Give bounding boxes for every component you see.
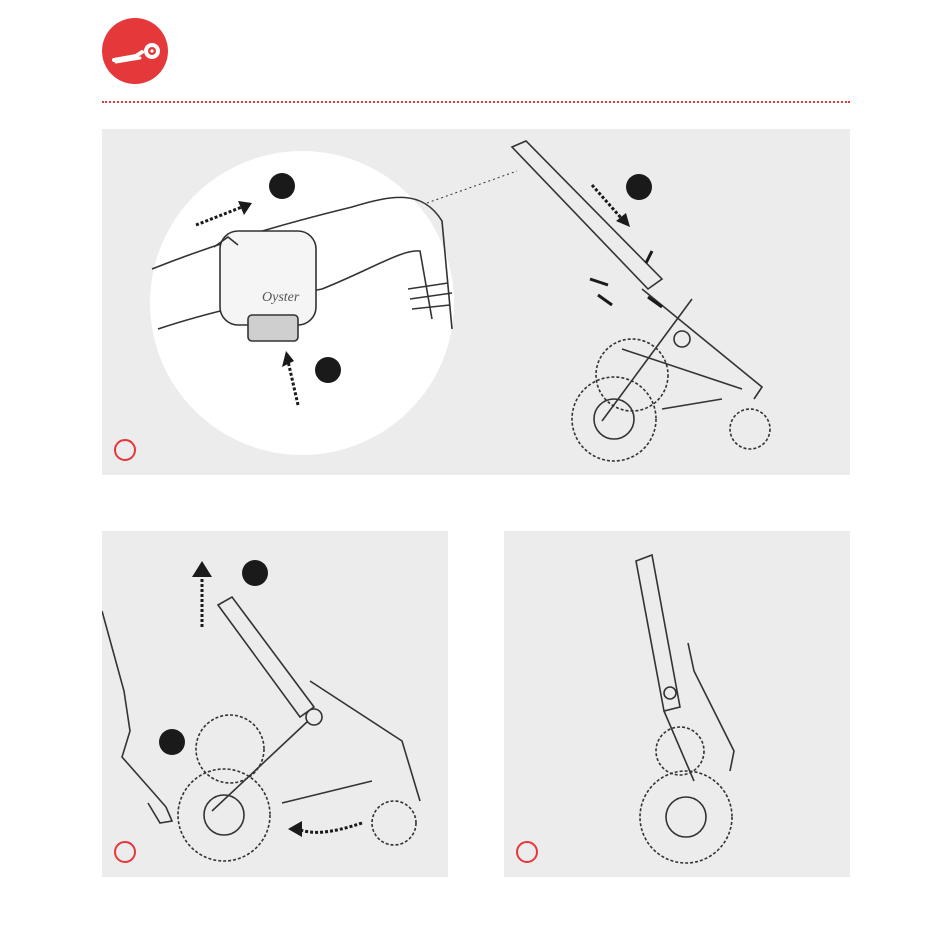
callout-badge-2: [159, 729, 185, 755]
callout-badge-2: [315, 357, 341, 383]
step-number-marker: [114, 841, 136, 863]
fold-illustration-step-2: [102, 531, 448, 877]
step-number-marker: [114, 439, 136, 461]
callout-badge-3: [626, 174, 652, 200]
instruction-panel-step-1: Oyster: [102, 129, 850, 475]
brand-text: Oyster: [262, 290, 300, 305]
header-divider: [102, 101, 850, 103]
instruction-panel-step-3: [504, 531, 850, 877]
fold-illustration-step-1: Oyster: [102, 129, 850, 475]
stroller-fold-icon: [102, 18, 168, 84]
fold-illustration-step-3: [504, 531, 850, 877]
instruction-panel-step-2: [102, 531, 448, 877]
callout-badge-1: [242, 560, 268, 586]
callout-badge-1: [269, 173, 295, 199]
step-number-marker: [516, 841, 538, 863]
